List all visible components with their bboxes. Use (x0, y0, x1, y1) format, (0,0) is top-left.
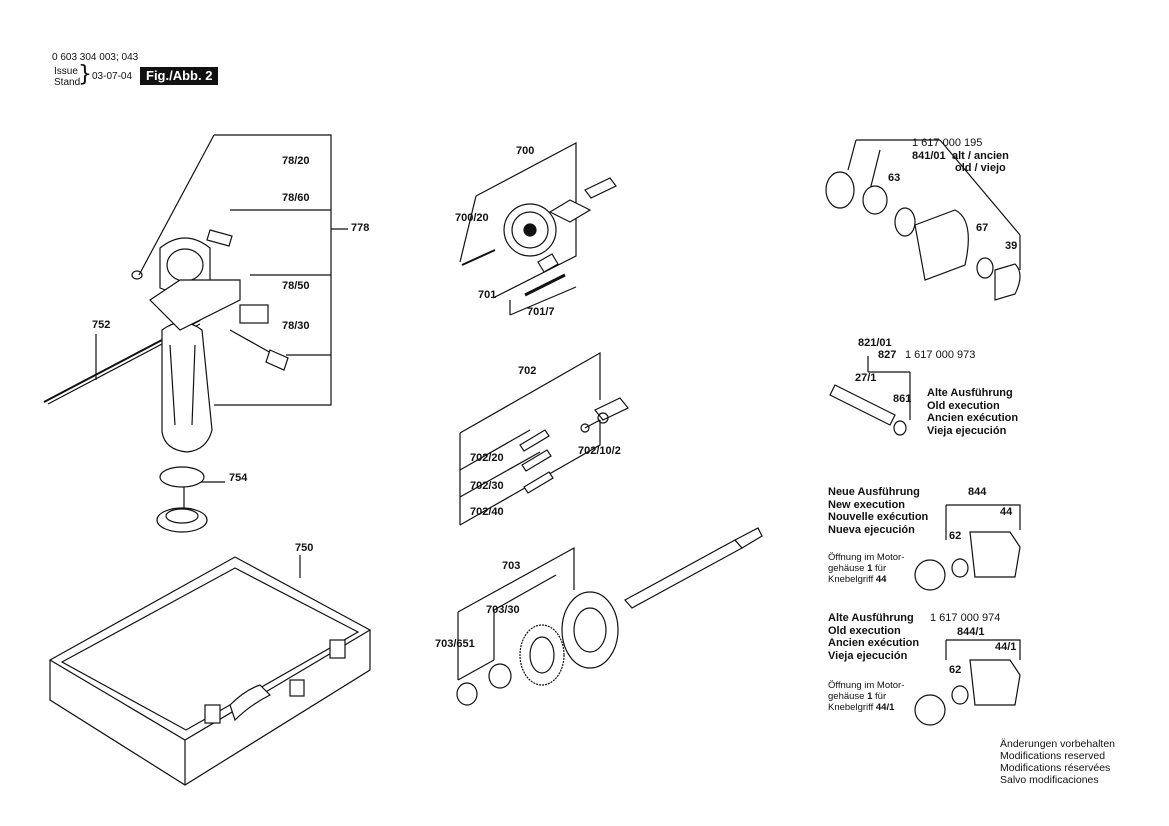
note-opening-44-1: Öffnung im Motor- gehäuse 1 für Knebelgr… (828, 680, 905, 713)
part-44-1: 44/1 (995, 641, 1017, 653)
issue-label: Issue (54, 66, 78, 77)
figure-label: Fig./Abb. 2 (140, 67, 219, 85)
part-841-01: 841/01 (912, 150, 946, 162)
part-703-651: 703/651 (435, 638, 475, 650)
drill-bit (624, 539, 743, 609)
part-703: 703 (502, 560, 521, 572)
stand-label: Stand (54, 77, 81, 88)
part-821-01: 821/01 (858, 337, 892, 349)
part-67: 67 (976, 222, 989, 234)
part-39: 39 (1005, 240, 1018, 252)
part-700: 700 (516, 145, 535, 157)
part-62-new: 62 (949, 530, 962, 542)
part-number-973: 1 617 000 973 (905, 349, 976, 361)
part-700-20: 700/20 (455, 212, 489, 224)
issue-date: 03-07-04 (92, 71, 133, 82)
part-703-30: 703/30 (486, 604, 520, 616)
part-702-30: 702/30 (470, 480, 504, 492)
doc-number: 0 603 304 003; 043 (52, 52, 139, 63)
part-44: 44 (1000, 506, 1013, 518)
part-752: 752 (92, 319, 111, 331)
part-844: 844 (968, 486, 987, 498)
part-778: 778 (351, 222, 370, 234)
part-827: 827 (878, 349, 897, 361)
part-702: 702 (518, 365, 537, 377)
old-viejo: old / viejo (955, 162, 1006, 174)
part-701: 701 (478, 289, 497, 301)
part-702-20: 702/20 (470, 452, 504, 464)
note-old-execution-2: Alte Ausführung Old execution Ancien exé… (828, 612, 920, 662)
header-brace: } (78, 62, 92, 87)
part-27-1: 27/1 (855, 372, 877, 384)
tool-holder (914, 209, 969, 281)
part-78-60: 78/60 (282, 192, 310, 204)
part-63: 63 (888, 172, 901, 184)
part-78-30: 78/30 (282, 320, 310, 332)
part-844-1: 844/1 (957, 626, 985, 638)
note-old-execution: Alte Ausführung Old execution Ancien exé… (927, 387, 1019, 437)
note-new-execution: Neue Ausführung New execution Nouvelle e… (828, 486, 929, 536)
part-861: 861 (893, 393, 912, 405)
part-62-old: 62 (949, 664, 962, 676)
handle-grip (161, 321, 213, 453)
footer-modifications: Änderungen vorbehalten Modifications res… (1000, 738, 1116, 786)
part-701-7: 701/7 (527, 306, 555, 318)
part-number-974: 1 617 000 974 (930, 612, 1001, 624)
part-754: 754 (229, 472, 248, 484)
bracket-778 (214, 134, 332, 406)
part-750: 750 (295, 542, 314, 554)
part-702-10-2: 702/10/2 (578, 445, 621, 457)
part-number-195: 1 617 000 195 (912, 137, 983, 149)
part-78-20: 78/20 (282, 155, 310, 167)
part-78-50: 78/50 (282, 280, 310, 292)
adapter-703 (561, 591, 619, 669)
note-opening-44: Öffnung im Motor- gehäuse 1 für Knebelgr… (828, 552, 905, 585)
alt-ancien: alt / ancien (952, 150, 1009, 162)
part-702-40: 702/40 (470, 506, 504, 518)
